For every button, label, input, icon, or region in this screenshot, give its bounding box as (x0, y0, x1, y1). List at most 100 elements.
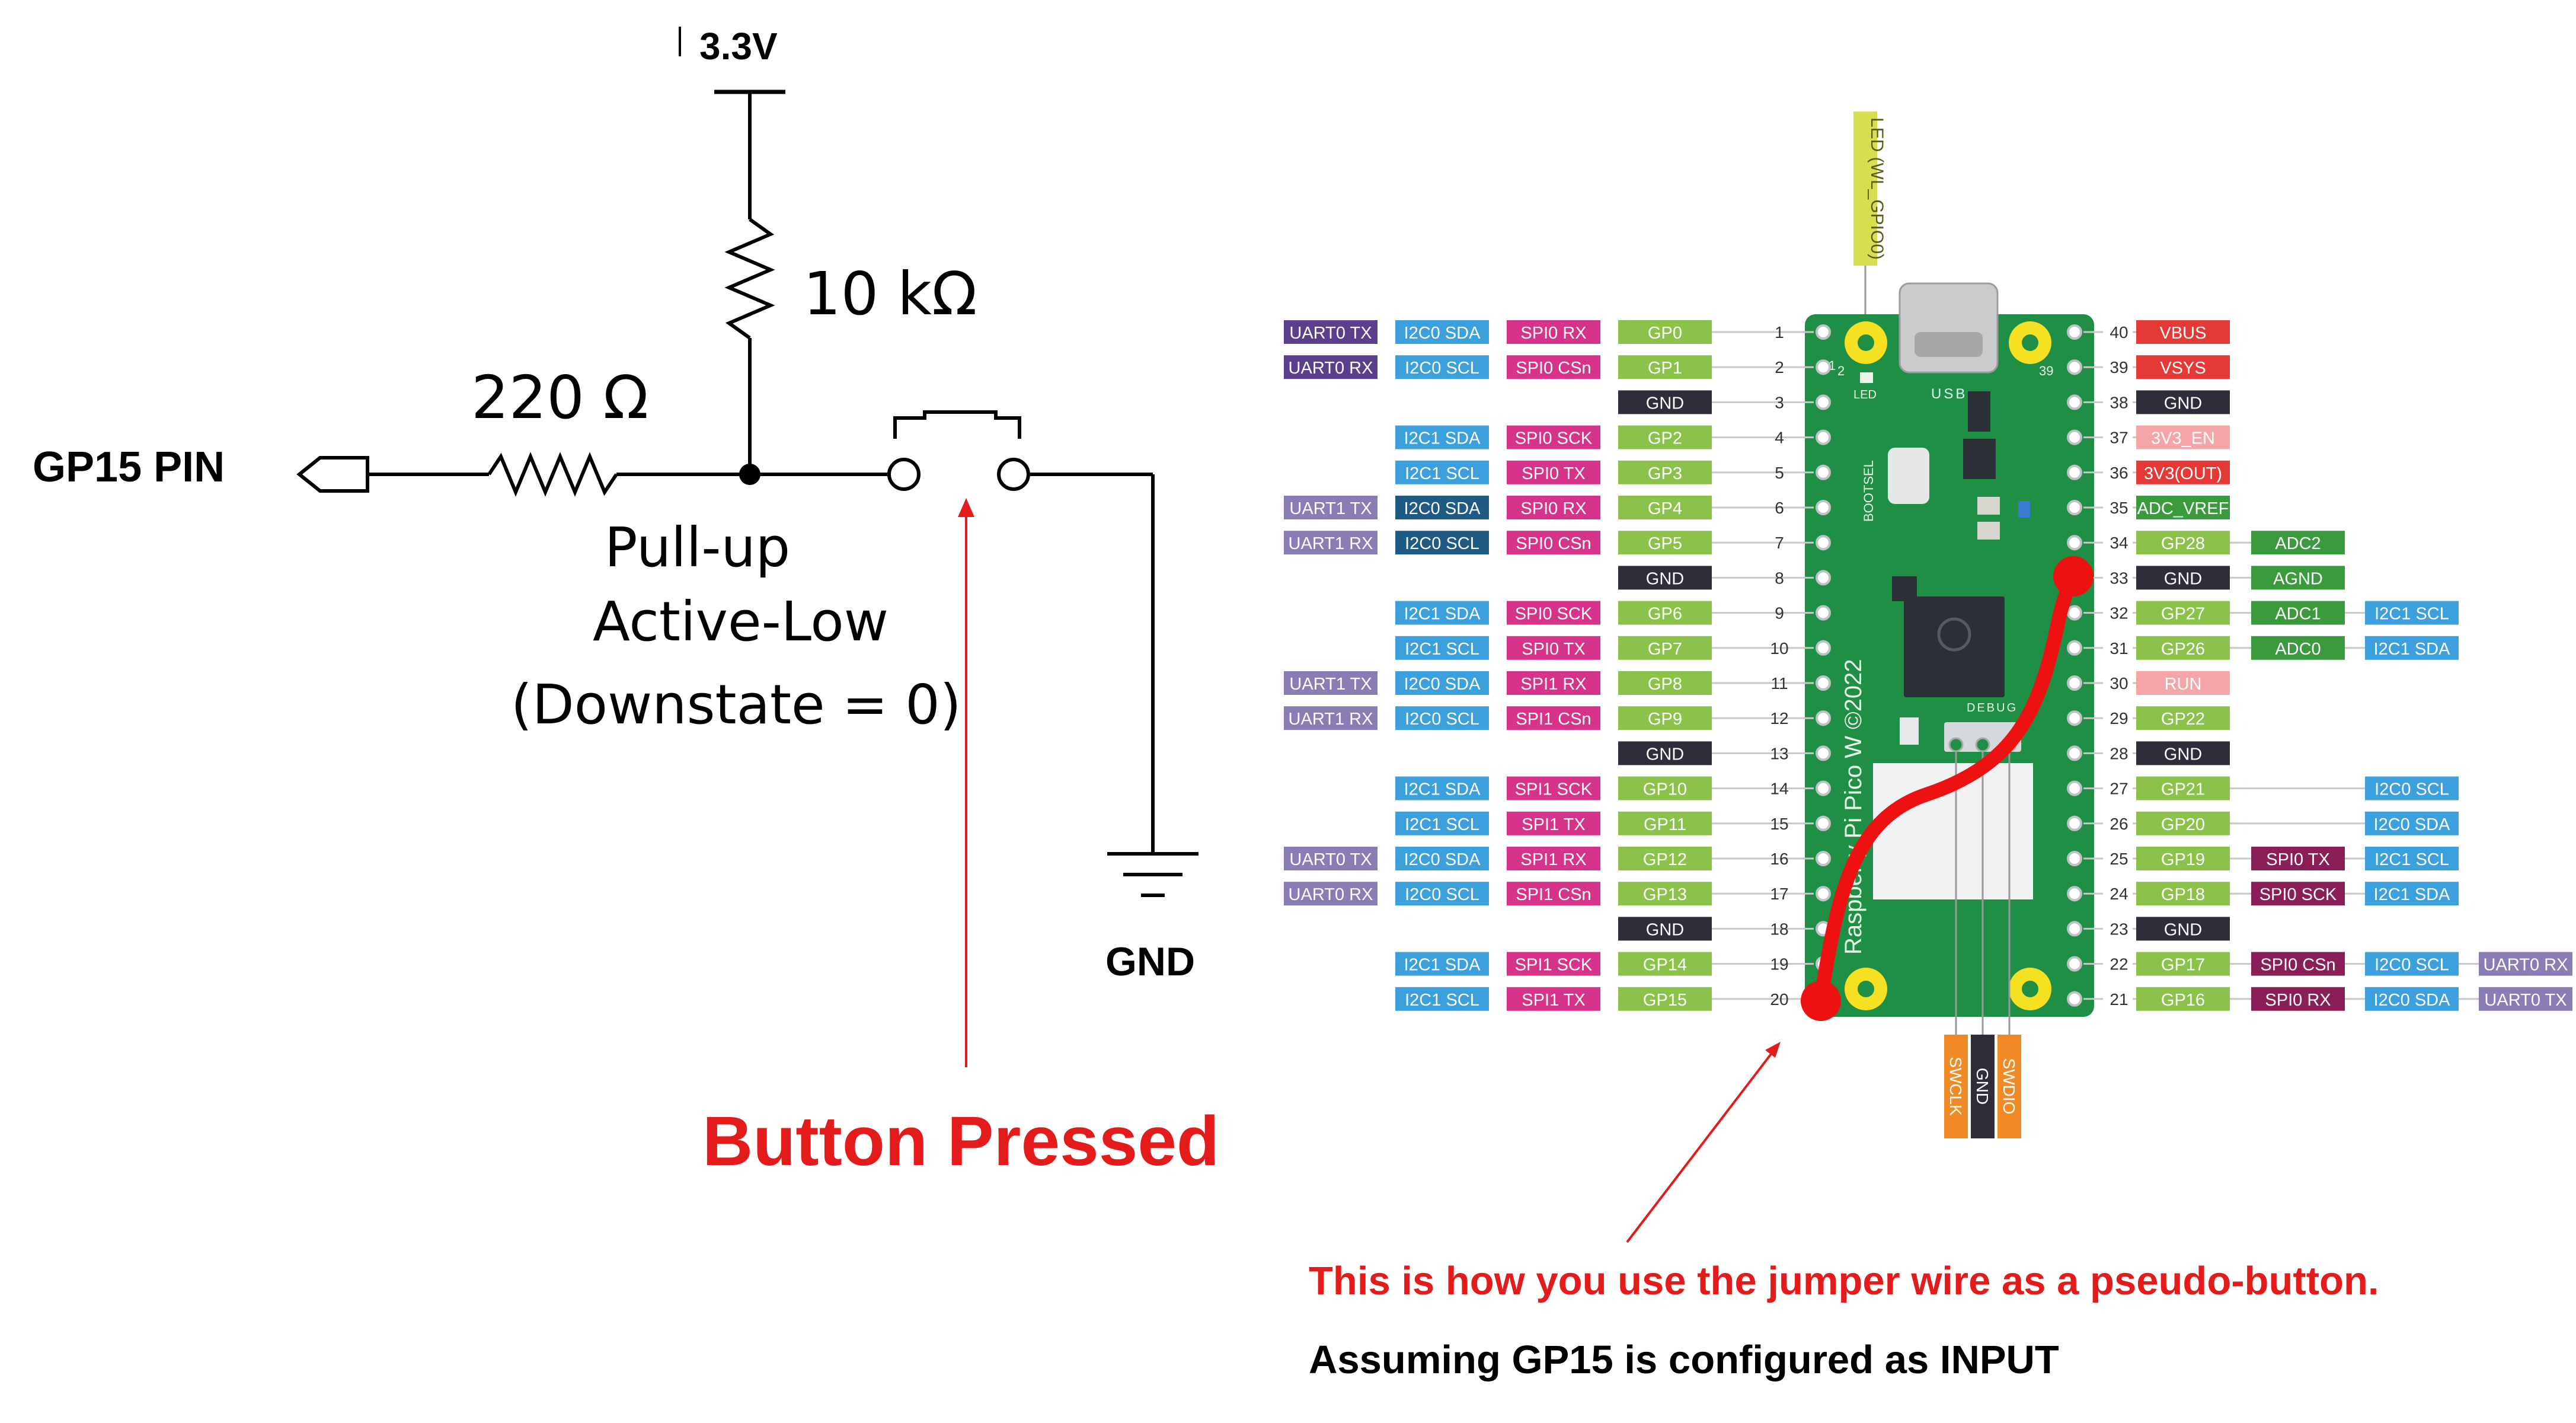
pin-label-box (2251, 882, 2345, 906)
pin-number: 32 (2110, 604, 2128, 623)
pin-number: 18 (1770, 920, 1788, 938)
pin-number: 37 (2110, 429, 2128, 447)
pin-label-box (1618, 952, 1712, 976)
pin-label: UART0 TX (2484, 991, 2567, 1010)
pin-label-box (2136, 636, 2230, 660)
pin-pad (1816, 394, 1831, 410)
pico-w-pinout: LED (WL_GPIO0) USB 1 2 39 LED BOOTSEL (1284, 111, 2572, 1243)
pin-pad (1816, 605, 1831, 621)
jumper-wire-end-gp15 (1801, 981, 1841, 1021)
pin-label: I2C1 SCL (1405, 991, 1479, 1010)
pin-label-box (1618, 671, 1712, 695)
pin-label-box (2365, 882, 2459, 906)
pin-label: GP2 (1648, 429, 1682, 448)
debug-pin-swdio: SWDIO (2000, 1058, 2018, 1115)
bootsel-mark: BOOTSEL (1861, 460, 1876, 522)
pin-pad (2067, 745, 2082, 761)
component-c3 (1977, 497, 2000, 515)
pin-number-bg (2103, 989, 2133, 1009)
led-header-label-box (1853, 111, 1877, 266)
pin-number: 2 (1775, 358, 1784, 377)
pin-number-bg (2103, 744, 2133, 763)
pin-number-bg (2103, 813, 2133, 833)
pin-label-box (1395, 671, 1489, 695)
pin-label: I2C1 SDA (2374, 640, 2451, 659)
pin-number-bg (2103, 884, 2133, 904)
pin-label-box (1284, 847, 1378, 870)
pin-pad (1816, 780, 1831, 796)
pin-label: GP4 (1648, 499, 1682, 518)
pin-label: UART1 TX (1289, 675, 1372, 694)
pin-number-bg (2103, 603, 2133, 623)
pin-pad (1816, 359, 1831, 375)
pin-label: GP22 (2161, 710, 2205, 729)
pin-label-box (2251, 566, 2345, 590)
pin-label: GP17 (2161, 956, 2205, 975)
pin-label: SPI0 CSn (1516, 534, 1591, 553)
pin-pad (2067, 815, 2082, 831)
pin-label-box (2136, 741, 2230, 765)
pin-label-box (1395, 847, 1489, 870)
pin-label: SPI1 TX (1522, 991, 1585, 1010)
pin-label: GP14 (1643, 956, 1687, 975)
pin-label-box (2365, 952, 2459, 976)
pin-label: AGND (2273, 569, 2323, 588)
pin-pad (2067, 429, 2082, 445)
pin-pad (1816, 570, 1831, 586)
pin-number-bg (2103, 498, 2133, 517)
pin-label-box (2136, 355, 2230, 379)
pin-label-box (1618, 811, 1712, 835)
pin-label: I2C1 SDA (1404, 956, 1481, 975)
pin-label-box (1507, 671, 1600, 695)
pin-label: ADC_VREF (2137, 499, 2229, 518)
pin-label-box (1395, 987, 1489, 1011)
pin-label: SPI0 TX (1522, 464, 1585, 483)
pin-number: 11 (1770, 674, 1788, 693)
pin-label: SPI1 TX (1522, 815, 1585, 834)
pin-pad (1816, 851, 1831, 866)
pin-label-box (1395, 882, 1489, 906)
pin-label: SPI0 TX (1522, 640, 1585, 659)
pin-number-bg (2103, 393, 2133, 412)
pin-label: I2C0 SCL (1405, 710, 1479, 729)
pin-number-bg (2103, 323, 2133, 342)
pin-label-box (1395, 952, 1489, 976)
pin-label: GP8 (1648, 675, 1682, 694)
pin-pad (2067, 710, 2082, 726)
pin-label: GP6 (1648, 605, 1682, 624)
pin-label: GND (2164, 745, 2202, 764)
pin-label: GP15 (1643, 991, 1687, 1010)
pin-label: UART0 TX (1289, 850, 1372, 869)
pin-pad (2067, 535, 2082, 551)
pin-pad (2067, 500, 2082, 515)
pin-label-box (1395, 706, 1489, 730)
pin-label-box (1618, 601, 1712, 625)
pin-label-box (1507, 425, 1600, 449)
pin-pad (1816, 886, 1831, 902)
pin-label: GP26 (2161, 640, 2205, 659)
mode-line-pullup: Pull-up (605, 516, 790, 579)
pin-label-box (1507, 952, 1600, 976)
pin-label: GND (1646, 569, 1684, 588)
pin-label-box (2251, 847, 2345, 870)
pin-label-box (1284, 706, 1378, 730)
pin-number: 25 (2110, 850, 2128, 868)
pin-label-box (1618, 776, 1712, 800)
pin-pad (2067, 780, 2082, 796)
pin-label: SPI0 SCK (1515, 429, 1593, 448)
pin-number: 20 (1770, 990, 1788, 1009)
pin-number-bg (2103, 638, 2133, 658)
component-c2 (1963, 439, 1996, 479)
pin-label-box (1618, 460, 1712, 484)
pin-number: 4 (1775, 429, 1784, 447)
pin-pad (2067, 640, 2082, 656)
pin-label-box (1618, 425, 1712, 449)
pin-number: 8 (1775, 569, 1784, 587)
